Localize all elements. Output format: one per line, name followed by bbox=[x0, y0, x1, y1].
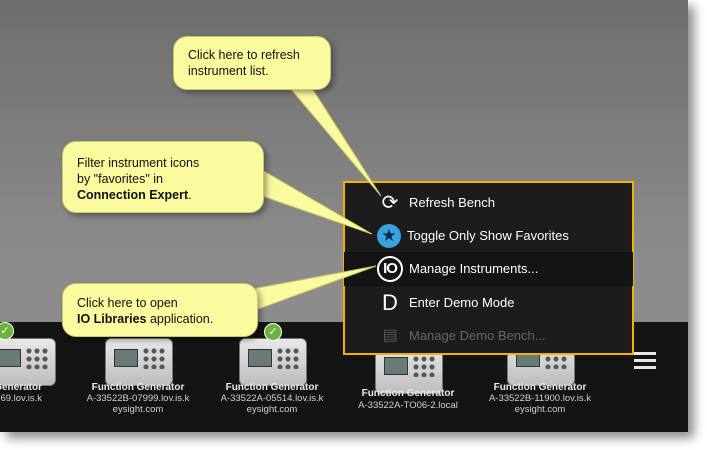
menu-item-label: Enter Demo Mode bbox=[409, 295, 515, 310]
instrument-name: Function Generator bbox=[225, 382, 319, 393]
demo-bench-icon: ▤ bbox=[382, 327, 398, 344]
bench-window: Generator 0069.lov.is.k ✓ Function Gener… bbox=[0, 0, 688, 432]
star-icon: ★ bbox=[377, 224, 401, 248]
menu-item-manage-demo-bench[interactable]: ▤ Manage Demo Bench... bbox=[345, 320, 632, 352]
instrument-name: Function Generator bbox=[493, 382, 587, 393]
io-libraries-icon: IO bbox=[377, 256, 403, 282]
menu-item-label: Refresh Bench bbox=[409, 195, 495, 210]
callout-text: IO Libraries application. bbox=[77, 312, 214, 326]
callout-text: Click here to refresh bbox=[188, 48, 300, 62]
callout-text: instrument list. bbox=[188, 64, 269, 78]
menu-item-manage-instruments[interactable]: IO Manage Instruments... bbox=[345, 253, 632, 285]
favorite-check-icon: ✓ bbox=[0, 322, 14, 340]
function-generator-icon bbox=[105, 338, 173, 386]
menu-item-label: Manage Demo Bench... bbox=[409, 328, 546, 343]
menu-item-toggle-favorites[interactable]: ★ Toggle Only Show Favorites bbox=[345, 220, 632, 252]
refresh-icon: ⟳ bbox=[381, 192, 399, 214]
demo-d-icon: D bbox=[382, 290, 398, 315]
instrument-card[interactable]: Function Generator A-33522A-05514.lov.is… bbox=[212, 322, 332, 432]
callout-text: Connection Expert. bbox=[77, 188, 192, 202]
menu-item-enter-demo-mode[interactable]: D Enter Demo Mode bbox=[345, 287, 632, 319]
callout-filter: Filter instrument icons by "favorites" i… bbox=[62, 141, 264, 213]
instrument-name: Function Generator bbox=[361, 388, 455, 399]
menu-item-label: Toggle Only Show Favorites bbox=[407, 228, 569, 243]
callout-text: Click here to open bbox=[77, 296, 178, 310]
function-generator-icon bbox=[0, 338, 56, 386]
menu-item-refresh-bench[interactable]: ⟳ Refresh Bench bbox=[345, 187, 632, 219]
bench-context-menu: ⟳ Refresh Bench ★ Toggle Only Show Favor… bbox=[343, 181, 634, 355]
callout-text: Filter instrument icons bbox=[77, 156, 200, 170]
menu-item-label: Manage Instruments... bbox=[409, 261, 539, 276]
callout-text: by "favorites" in bbox=[77, 172, 163, 186]
callout-tails bbox=[235, 81, 382, 313]
favorite-check-icon: ✓ bbox=[264, 323, 282, 341]
instrument-address: A-33522A-TO06-2.local bbox=[358, 400, 458, 411]
callout-refresh: Click here to refresh instrument list. bbox=[173, 36, 331, 90]
callout-io-libraries: Click here to open IO Libraries applicat… bbox=[62, 283, 258, 337]
hamburger-menu-icon[interactable] bbox=[634, 352, 656, 370]
function-generator-icon bbox=[239, 338, 307, 386]
instrument-name: Function Generator bbox=[91, 382, 185, 393]
instrument-card[interactable]: Generator 0069.lov.is.k bbox=[0, 322, 60, 432]
instrument-card[interactable]: Function Generator A-33522B-07999.lov.is… bbox=[78, 322, 198, 432]
instrument-address: 0069.lov.is.k bbox=[0, 393, 42, 404]
instrument-name: Generator bbox=[0, 382, 42, 393]
